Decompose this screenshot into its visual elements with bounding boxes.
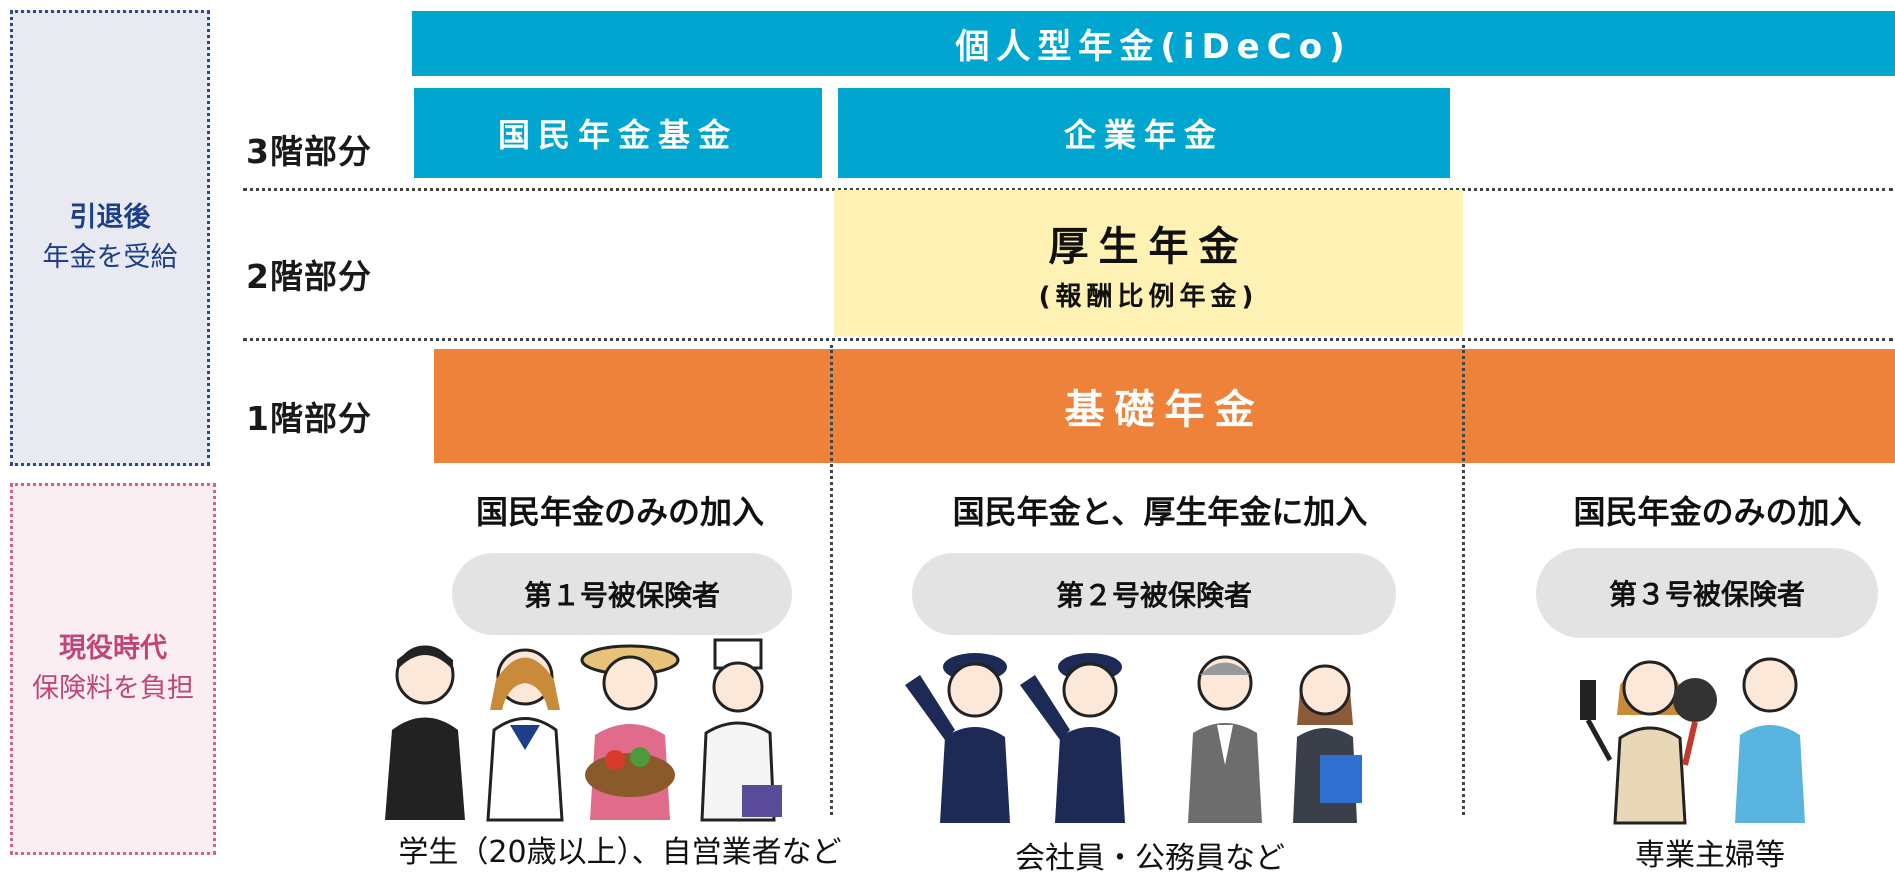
police-officer-figure	[1020, 653, 1125, 823]
group-divider-right	[1462, 345, 1465, 815]
retirement-title: 引退後	[69, 202, 151, 233]
basic-pension-bar: 基礎年金	[434, 349, 1895, 463]
tier-divider-upper	[243, 188, 1893, 191]
active-subtitle: 保険料を負担	[32, 673, 194, 704]
retirement-subtitle: 年金を受給	[42, 242, 178, 273]
corporate-pension-bar: 企業年金	[838, 88, 1450, 178]
group-3-caption: 専業主婦等	[1635, 838, 1785, 873]
group-1-people-illustration	[385, 638, 782, 822]
chef-figure	[700, 638, 782, 822]
group-1-title: 国民年金のみの加入	[475, 493, 764, 531]
group-3-people-illustration	[1580, 657, 1805, 825]
businessman-figure	[1188, 655, 1262, 823]
tier-divider-lower	[243, 338, 1893, 341]
group-2-insured-pill: 第２号被保険者	[912, 553, 1396, 635]
employees-pension-subtitle: (報酬比例年金)	[1038, 281, 1259, 312]
group-2-title: 国民年金と、厚生年金に加入	[952, 493, 1368, 531]
group-3-title: 国民年金のみの加入	[1573, 493, 1862, 531]
tier-1-label: 1階部分	[246, 399, 372, 438]
group-2-people-illustration	[905, 653, 1362, 823]
group-2-caption: 会社員・公務員など	[1015, 841, 1285, 876]
retirement-panel: 引退後 年金を受給	[10, 10, 210, 466]
student-boy-figure	[385, 645, 465, 820]
tier-3-label: 3階部分	[246, 132, 372, 171]
group-1-caption: 学生（20歳以上）、自営業者など	[398, 835, 842, 870]
national-pension-fund-bar: 国民年金基金	[414, 88, 822, 178]
employees-pension-bar: 厚生年金 (報酬比例年金)	[834, 190, 1463, 336]
group-3-insured-pill: 第３号被保険者	[1536, 548, 1878, 638]
active-panel: 現役時代 保険料を負担	[10, 483, 216, 855]
group-1-insured-pill: 第１号被保険者	[452, 553, 792, 635]
tier-2-label: 2階部分	[246, 257, 372, 296]
student-girl-figure	[486, 648, 564, 822]
active-title: 現役時代	[59, 633, 167, 664]
police-officer-figure	[905, 653, 1010, 823]
businesswoman-figure	[1293, 664, 1362, 823]
househusband-figure	[1735, 657, 1805, 823]
group-divider-left	[830, 345, 833, 815]
housewife-figure	[1580, 660, 1717, 825]
farmer-figure	[580, 644, 680, 820]
employees-pension-title: 厚生年金	[1048, 223, 1249, 270]
ideco-bar: 個人型年金(iDeCo)	[412, 11, 1895, 76]
